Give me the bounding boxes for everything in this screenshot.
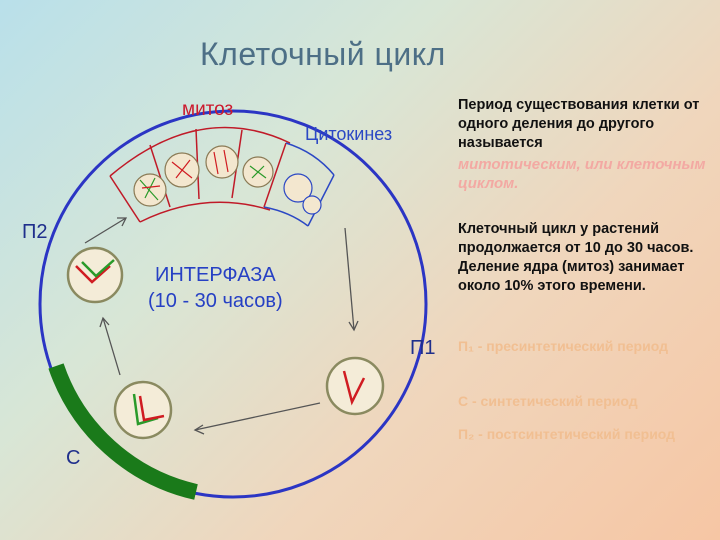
- cell-p2: [68, 248, 122, 302]
- definition-emphasis: митотическим, или клеточным циклом.: [458, 155, 708, 193]
- cytokinesis-label: Цитокинез: [305, 124, 392, 145]
- cell-s: [115, 382, 171, 438]
- p2-label: П2: [22, 221, 48, 244]
- interphase-title: ИНТЕРФАЗА: [148, 262, 283, 288]
- interphase-duration: (10 - 30 часов): [148, 288, 283, 314]
- mitosis-cells: [134, 146, 321, 214]
- duration-text: Клеточный цикл у растений продолжается о…: [458, 220, 708, 296]
- interphase-label: ИНТЕРФАЗА (10 - 30 часов): [148, 262, 283, 314]
- mitosis-label: митоз: [182, 99, 233, 121]
- cell-p1: [327, 358, 383, 414]
- s-definition: С - синтетический период: [458, 392, 708, 411]
- definition-text: Период существования клетки от одного де…: [458, 96, 708, 153]
- g2-definition: П₂ - постсинтетический период: [458, 425, 708, 444]
- g1-definition: П₁ - пресинтетический период: [458, 337, 708, 356]
- s-label: С: [66, 447, 80, 470]
- p1-label: П1: [410, 337, 436, 360]
